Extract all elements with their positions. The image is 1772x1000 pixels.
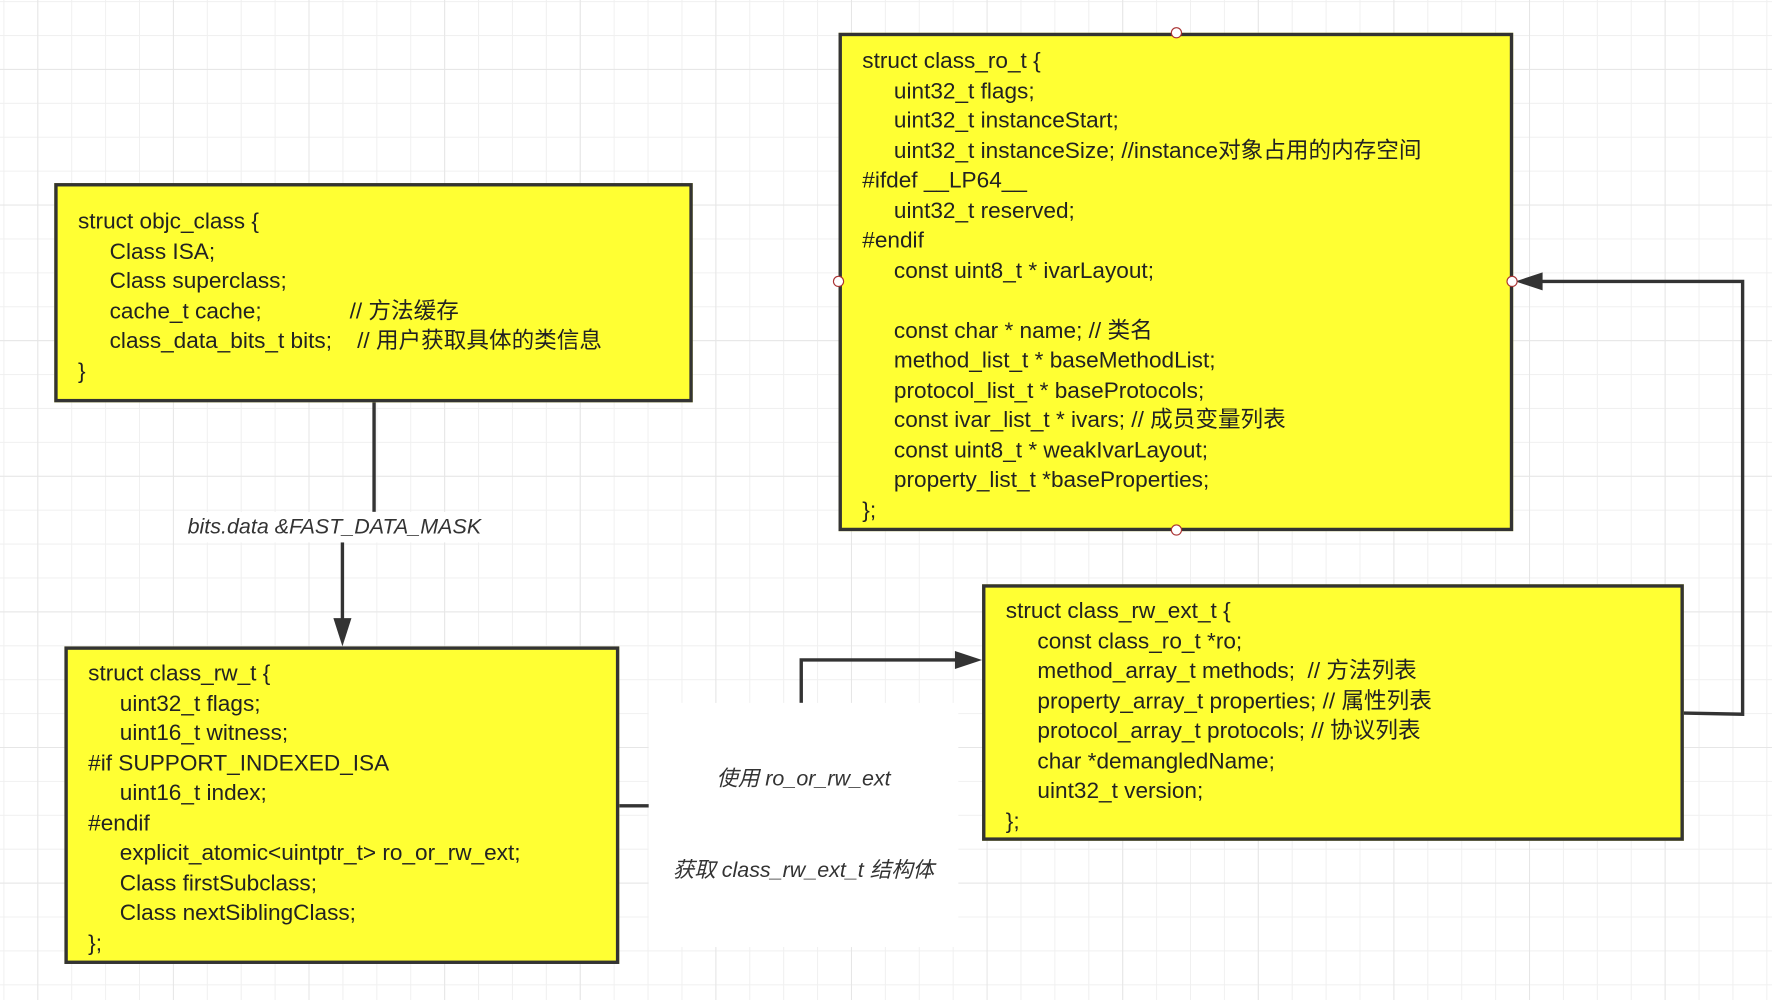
code-line: #endif [862,228,924,254]
edge-label-fast-data-mask[interactable]: bits.data &FAST_DATA_MASK [180,511,488,543]
code-line: protocol_list_t * baseProtocols; [893,378,1205,403]
code-line: class_data_bits_t bits; // 用户获取具体的类信息 [109,328,602,354]
code-line: method_array_t methods; // 方法列表 [1037,658,1417,684]
code-line: Class nextSiblingClass; [119,900,356,926]
edge-label-line: 使用 ro_or_rw_ext [716,767,891,792]
code-line: const class_ro_t *ro; [1037,628,1243,654]
arrowhead-down-icon [333,618,352,647]
code-line: const ivar_list_t * ivars; // 成员变量列表 [893,407,1286,433]
edge-label-line: 获取 class_rw_ext_t 结构体 [672,858,935,883]
code-line: cache_t cache; // 方法缓存 [109,298,459,324]
code-line: }; [862,497,877,523]
struct-objc-class-box[interactable]: struct objc_class { Class ISA; Class sup… [54,183,693,403]
struct-class-rw-t-box[interactable]: struct class_rw_t { uint32_t flags; uint… [64,646,620,964]
code-line: #ifdef __LP64__ [862,168,1027,194]
code-line: #endif [88,810,150,836]
edge-rwext-to-ro[interactable] [1536,279,1745,716]
code-line: char *demangledName; [1037,748,1275,774]
code-line: property_array_t properties; // 属性列表 [1037,688,1432,714]
code-line: struct class_rw_ext_t { [1005,598,1231,624]
code-line: Class firstSubclass; [119,870,317,896]
code-line: uint32_t version; [1037,778,1204,804]
code-line: property_list_t *baseProperties; [893,467,1210,493]
code-line: }; [1005,808,1020,834]
code-line: uint16_t witness; [119,721,289,746]
connection-handle-right[interactable] [1506,275,1518,288]
code-line: uint32_t flags; [893,78,1035,104]
connection-handle-bottom[interactable] [1170,524,1183,536]
code-line: } [77,358,86,384]
code-line: uint16_t index; [119,780,267,806]
connection-handle-left[interactable] [832,275,845,288]
code-line-blank [862,286,1510,316]
code-line: uint32_t instanceSize; //instance对象占用的内存… [893,138,1422,164]
code-line: const uint8_t * ivarLayout; [893,258,1154,284]
code-line: struct objc_class { [77,209,259,234]
arrowhead-left-icon [1515,272,1543,291]
code-line: struct class_rw_t { [88,661,271,686]
edge-rw-to-rwext-top[interactable] [799,658,963,703]
code-line: uint32_t flags; [119,691,261,716]
connection-handle-top[interactable] [1170,27,1183,39]
arrowhead-right-icon [954,650,983,670]
code-line: struct class_ro_t { [862,48,1041,74]
code-line: uint32_t instanceStart; [893,108,1119,134]
code-line: const char * name; // 类名 [893,318,1153,343]
code-line: const uint8_t * weakIvarLayout; [893,437,1209,463]
code-line: method_list_t * baseMethodList; [893,348,1216,373]
edge-label-ro-or-rw-ext[interactable]: 使用 ro_or_rw_ext 获取 class_rw_ext_t 结构体 [648,702,959,948]
code-line: Class superclass; [109,268,287,294]
code-line: explicit_atomic<uintptr_t> ro_or_rw_ext; [119,840,521,866]
code-line: protocol_array_t protocols; // 协议列表 [1037,718,1421,744]
code-line: }; [88,930,102,956]
code-line: #if SUPPORT_INDEXED_ISA [88,750,390,776]
code-line: Class ISA; [109,239,216,264]
code-line: uint32_t reserved; [893,198,1075,224]
struct-class-ro-t-box[interactable]: struct class_ro_t { uint32_t flags; uint… [838,32,1514,532]
struct-class-rw-ext-t-box[interactable]: struct class_rw_ext_t { const class_ro_t… [982,584,1684,841]
